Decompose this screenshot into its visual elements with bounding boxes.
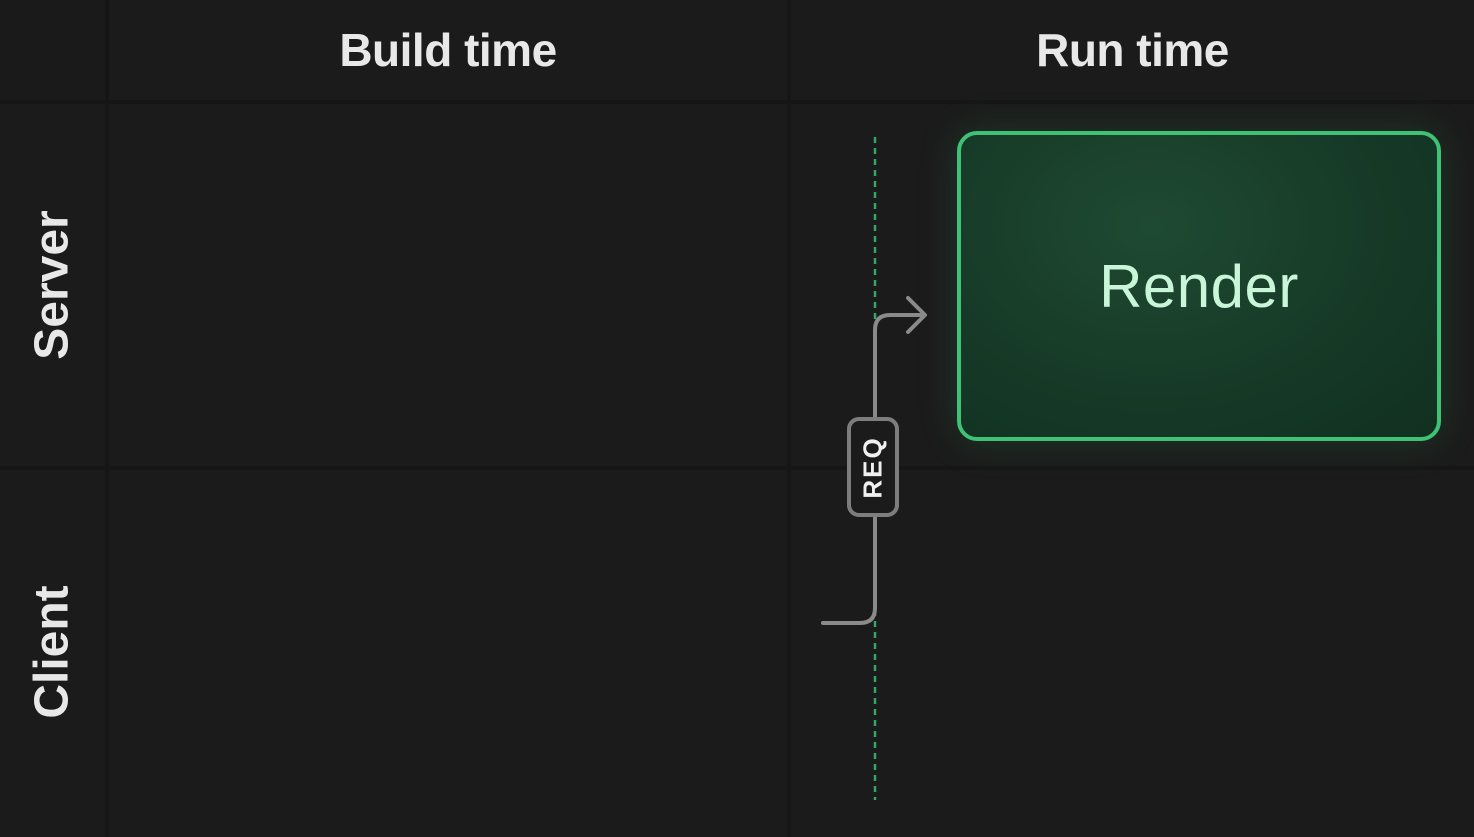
run-time-label: Run time <box>1036 24 1229 76</box>
render-box: Render <box>957 131 1441 441</box>
run-time-header-cell <box>791 0 1474 100</box>
client-label: Client <box>25 585 79 719</box>
server-label: Server <box>25 210 79 360</box>
request-badge: REQ <box>847 417 899 517</box>
build-time-label: Build time <box>339 24 557 76</box>
corner-cell <box>0 0 105 100</box>
server-row-header-cell <box>0 104 105 466</box>
build-server-cell <box>109 104 787 466</box>
build-time-header-cell <box>109 0 787 100</box>
run-client-cell <box>791 470 1474 837</box>
client-row-header-cell <box>0 470 105 837</box>
render-label: Render <box>1099 252 1299 320</box>
request-label: REQ <box>857 435 888 499</box>
build-client-cell <box>109 470 787 837</box>
